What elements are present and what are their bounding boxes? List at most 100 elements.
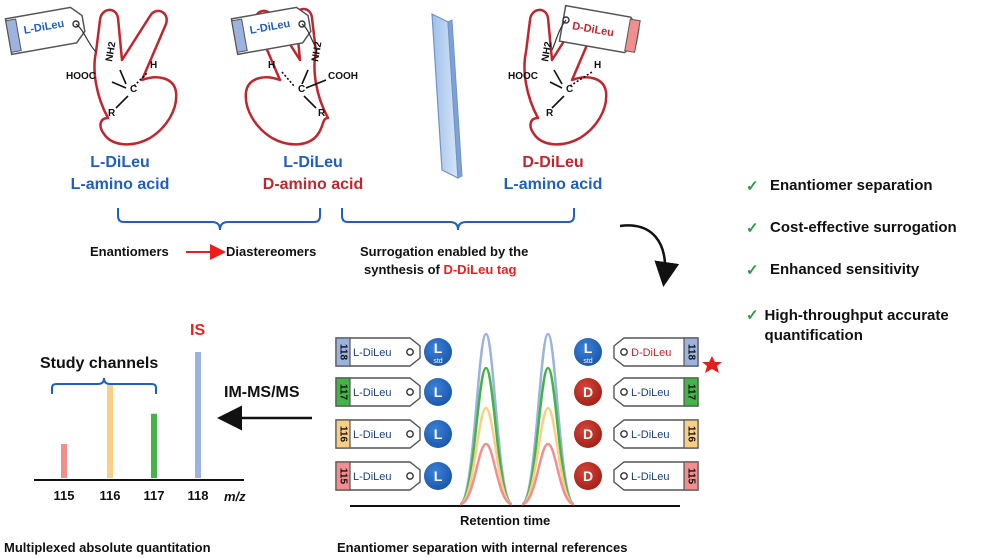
chromatogram-peak (459, 366, 513, 506)
benefit-item: ✓ Enantiomer separation (746, 177, 933, 195)
amino-acid-ball: D (574, 462, 602, 490)
benefit-item: ✓High-throughput accurate quantification (746, 306, 986, 346)
check-icon: ✓ (746, 262, 759, 279)
ball-letter: L (584, 340, 593, 356)
channel-tag-label: L-DiLeu (631, 387, 670, 399)
hand-2-cooh: COOH (328, 71, 358, 82)
ball-letter: D (583, 468, 593, 484)
chromatogram-peak (459, 406, 513, 506)
top-tag-3 (551, 4, 641, 54)
channel-tag: 115 L-DiLeu (613, 461, 699, 491)
channel-tag-label: L-DiLeu (353, 429, 392, 441)
brace-surrogation (341, 208, 575, 231)
surrogation-prefix: synthesis of (364, 262, 444, 277)
chromatogram-peak (459, 442, 513, 506)
mz-tick-label: 117 (144, 488, 165, 503)
hand-3-hooc: HOOC (508, 71, 538, 82)
panel-1-tag-line: L-DiLeu (90, 154, 150, 171)
hand-1-h: H (150, 60, 157, 71)
chromatogram-peak (521, 406, 575, 506)
tag-hole-icon (406, 472, 414, 480)
channel-tag-label: L-DiLeu (353, 347, 392, 359)
hand-1-r: R (108, 108, 116, 119)
channel-number: 115 (685, 468, 696, 485)
mz-tick-label: 116 (100, 488, 121, 503)
hand-1-icon (93, 8, 178, 146)
ball-letter: L (434, 468, 443, 484)
amino-acid-ball: L (424, 462, 452, 490)
spectrum-bar (61, 443, 67, 478)
surrogation-highlight: D-DiLeu tag (443, 262, 517, 277)
tag-hole-icon (406, 388, 414, 396)
channel-number: 117 (337, 384, 348, 401)
channel-tag-label: L-DiLeu (353, 387, 392, 399)
mz-tick-label: 118 (188, 488, 209, 503)
mirror-plane-icon (431, 12, 463, 180)
panel-1-acid-line: L-amino acid (70, 176, 170, 193)
tag-hole-icon (620, 388, 628, 396)
diastereomers-label: Diastereomers (226, 244, 317, 259)
tag-hole-icon (620, 430, 628, 438)
hand-2-nh2: NH2 (310, 40, 324, 62)
surrogation-line-1: Surrogation enabled by the (360, 244, 529, 259)
surrogation-line-2: synthesis of D-DiLeu tag (364, 262, 516, 277)
tag-hole-icon (406, 348, 414, 356)
tag-hole-icon (620, 348, 628, 356)
top-tag-2 (230, 6, 319, 56)
channel-tag-label: L-DiLeu (631, 429, 670, 441)
retention-axis-label: Retention time (460, 513, 551, 528)
benefit-item: ✓Cost-effective surrogation (746, 219, 957, 237)
hand-2-r: R (318, 108, 326, 119)
benefit-text: Enhanced sensitivity (770, 261, 920, 278)
spectrum-bar (151, 413, 157, 478)
ball-letter: L (434, 340, 443, 356)
channel-number: 117 (685, 384, 696, 401)
panel-2-acid-line: D-amino acid (262, 176, 364, 193)
study-channels-brace (51, 377, 157, 394)
channel-tag: 118 L-DiLeu (335, 337, 421, 367)
check-icon: ✓ (746, 307, 759, 324)
panel-3-tag-line: D-DiLeu (522, 154, 584, 171)
amino-acid-ball: L (424, 420, 452, 448)
channel-number: 118 (337, 344, 348, 361)
ball-subscript: std (583, 358, 592, 365)
mz-tick-label: 115 (54, 488, 75, 503)
hand-1-hooc: HOOC (66, 71, 96, 82)
hand-3-h: H (594, 60, 601, 71)
hand-3-nh2: NH2 (540, 40, 554, 62)
hand-1-nh2: NH2 (104, 40, 118, 62)
chromatogram-peak (521, 366, 575, 506)
mz-label: m/z (224, 489, 246, 504)
channel-number: 118 (685, 344, 696, 361)
amino-acid-ball: D (574, 420, 602, 448)
hand-1-c: C (130, 84, 137, 95)
amino-acid-ball: L (424, 378, 452, 406)
channel-tag: 117 L-DiLeu (335, 377, 421, 407)
channel-tag-label: L-DiLeu (631, 471, 670, 483)
curved-flow-arrow (619, 224, 680, 287)
panel-3-acid-line: L-amino acid (503, 176, 603, 193)
enantiomers-label: Enantiomers (90, 244, 169, 259)
ball-letter: L (434, 384, 443, 400)
chromatogram-peak (458, 332, 514, 506)
hand-2-h: H (268, 60, 275, 71)
ball-letter: D (583, 384, 593, 400)
ball-subscript: std (433, 358, 442, 365)
ball-letter: L (434, 426, 443, 442)
panel-2-tag-line: L-DiLeu (283, 154, 343, 171)
hand-2-c: C (298, 84, 305, 95)
hand-3-r: R (546, 108, 554, 119)
spectrum-caption: Multiplexed absolute quantitation (4, 540, 211, 555)
is-label: IS (190, 322, 206, 339)
spectrum-bar (195, 352, 201, 478)
benefit-text: Enantiomer separation (770, 177, 933, 194)
check-icon: ✓ (746, 178, 759, 195)
study-channels-label: Study channels (40, 355, 159, 372)
